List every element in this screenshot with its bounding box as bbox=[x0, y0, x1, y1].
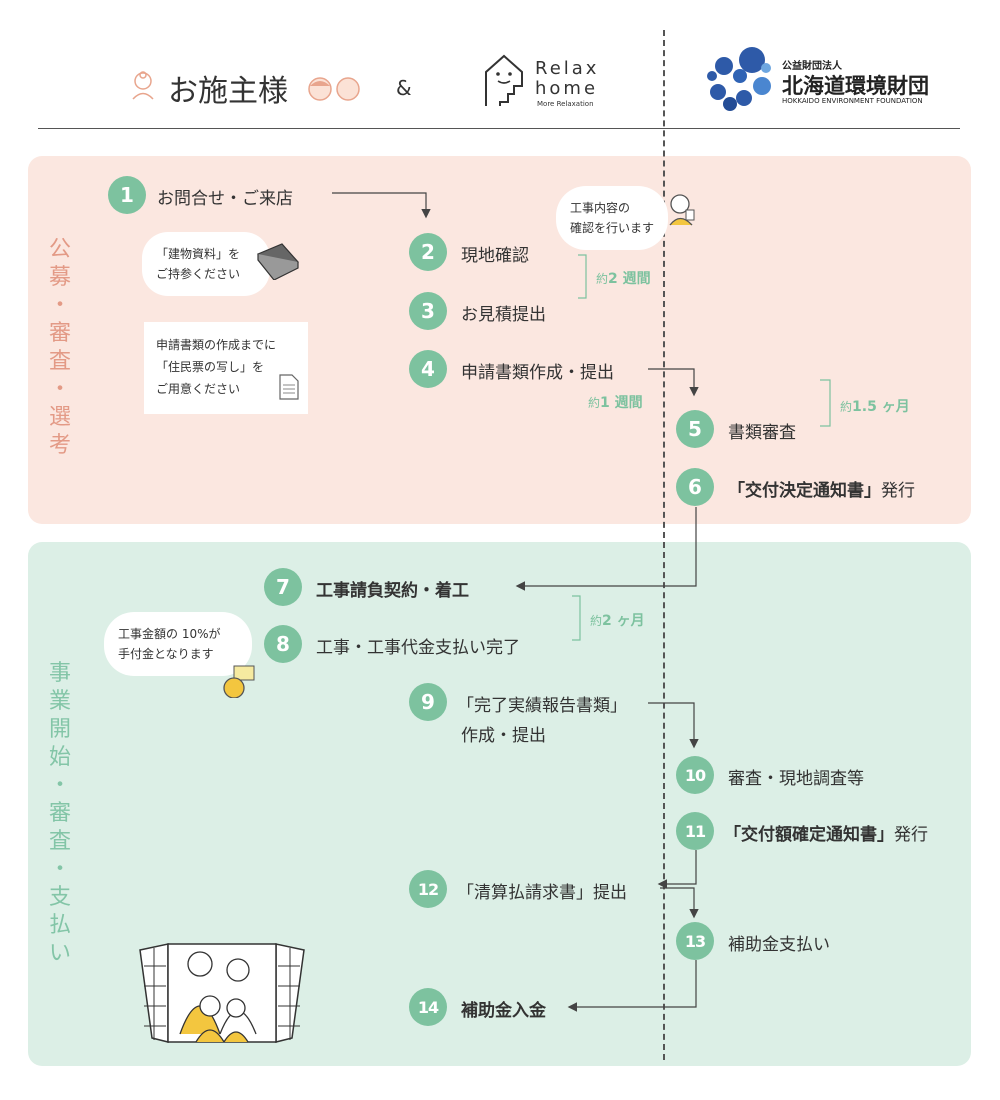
step-8-number: 8 bbox=[264, 625, 302, 663]
bracket-2month bbox=[572, 595, 581, 641]
step-3-number: 3 bbox=[409, 292, 447, 330]
ampersand: & bbox=[396, 76, 412, 100]
step-4-number: 4 bbox=[409, 350, 447, 388]
duration-prefix: 約 bbox=[596, 272, 609, 286]
duration-1-5-months: 約1.5 ヶ月 bbox=[840, 396, 910, 416]
duration-prefix: 約 bbox=[590, 614, 603, 628]
duration-2-weeks: 約2 週間 bbox=[596, 268, 651, 288]
step-12-number: 12 bbox=[409, 870, 447, 908]
step-6-label-bold: 「交付決定通知書」 bbox=[728, 481, 881, 501]
foundation-logo-icon bbox=[704, 46, 776, 118]
org-name-line3: HOKKAIDO ENVIRONMENT FOUNDATION bbox=[782, 97, 923, 105]
relax-logo-line1: Relax bbox=[535, 58, 600, 79]
relax-home-logo-icon bbox=[482, 52, 528, 112]
step-9-label-line1: 「完了実績報告書類」 bbox=[457, 696, 627, 716]
duration-value: 1.5 ヶ月 bbox=[852, 399, 910, 415]
step-5-number: 5 bbox=[676, 410, 714, 448]
note-inspection: 工事内容の 確認を行います bbox=[556, 186, 668, 250]
step-1-label: お問合せ・ご来店 bbox=[157, 189, 293, 209]
step-7-label: 工事請負契約・着工 bbox=[316, 581, 469, 601]
step-3-label: お見積提出 bbox=[461, 305, 546, 325]
step-13-number: 13 bbox=[676, 922, 714, 960]
connector-6-7 bbox=[515, 507, 697, 591]
document-icon bbox=[278, 374, 300, 404]
org-name-line1: 公益財団法人 bbox=[782, 61, 842, 72]
step-10-label: 審査・現地調査等 bbox=[728, 769, 864, 789]
connector-1-2 bbox=[332, 192, 431, 219]
connector-9-10 bbox=[648, 702, 699, 749]
step-4-label: 申請書類作成・提出 bbox=[461, 363, 614, 383]
connector-13-14 bbox=[567, 960, 697, 1012]
step-1-number: 1 bbox=[108, 176, 146, 214]
family-window-illustration bbox=[138, 938, 306, 1052]
step-8-label: 工事・工事代金支払い完了 bbox=[316, 638, 520, 658]
owner-icon bbox=[130, 70, 156, 104]
connector-11-12 bbox=[657, 850, 697, 889]
org-name-line2: 北海道環境財団 bbox=[782, 74, 929, 98]
duration-2-months: 約2 ヶ月 bbox=[590, 610, 645, 630]
step-9-label-line2: 作成・提出 bbox=[461, 726, 546, 746]
step-7-number: 7 bbox=[264, 568, 302, 606]
party-divider-dashed bbox=[663, 30, 665, 1060]
bracket-1-5month bbox=[820, 379, 831, 427]
relax-logo-line2: home bbox=[535, 78, 599, 99]
connector-4-5 bbox=[648, 368, 699, 397]
bracket-2weeks bbox=[578, 254, 587, 299]
inspector-icon bbox=[664, 192, 698, 230]
purse-icon bbox=[218, 664, 262, 702]
binder-icon bbox=[252, 240, 302, 284]
step-12-label: 「清算払請求書」提出 bbox=[457, 883, 627, 903]
duration-prefix: 約 bbox=[588, 396, 601, 410]
step-6-label: 「交付決定通知書」発行 bbox=[728, 476, 915, 501]
step-6-label-rest: 発行 bbox=[881, 481, 915, 501]
phase-label-construction: 事 業 開 始 ・ 審 査 ・ 支 払 い bbox=[48, 661, 71, 966]
step-5-label: 書類審査 bbox=[728, 423, 796, 443]
relax-logo-sub: More Relaxation bbox=[537, 100, 594, 108]
step-2-label: 現地確認 bbox=[461, 246, 529, 266]
duration-1-week: 約1 週間 bbox=[588, 392, 643, 412]
step-6-number: 6 bbox=[676, 468, 714, 506]
note-deposit: 工事金額の 10%が 手付金となります bbox=[104, 612, 252, 676]
duration-value: 2 週間 bbox=[608, 271, 651, 287]
step-14-label: 補助金入金 bbox=[461, 1001, 546, 1021]
duration-value: 2 ヶ月 bbox=[602, 613, 645, 629]
step-10-number: 10 bbox=[676, 756, 714, 794]
owner-label: お施主様 bbox=[168, 74, 288, 109]
header-divider bbox=[38, 128, 960, 129]
step-2-number: 2 bbox=[409, 233, 447, 271]
step-9-number: 9 bbox=[409, 683, 447, 721]
duration-value: 1 週間 bbox=[600, 395, 643, 411]
connector-12-13 bbox=[660, 887, 699, 919]
step-11-label-bold: 「交付額確定通知書」 bbox=[724, 825, 894, 845]
step-13-label: 補助金支払い bbox=[728, 935, 830, 955]
step-14-number: 14 bbox=[409, 988, 447, 1026]
step-11-label: 「交付額確定通知書」発行 bbox=[724, 820, 928, 845]
note-building-docs: 「建物資料」を ご持参ください bbox=[142, 232, 270, 296]
children-icon bbox=[306, 76, 364, 106]
step-11-label-rest: 発行 bbox=[894, 825, 928, 845]
duration-prefix: 約 bbox=[840, 400, 853, 414]
phase-label-application: 公 募 ・ 審 査 ・ 選 考 bbox=[48, 237, 71, 458]
step-11-number: 11 bbox=[676, 812, 714, 850]
